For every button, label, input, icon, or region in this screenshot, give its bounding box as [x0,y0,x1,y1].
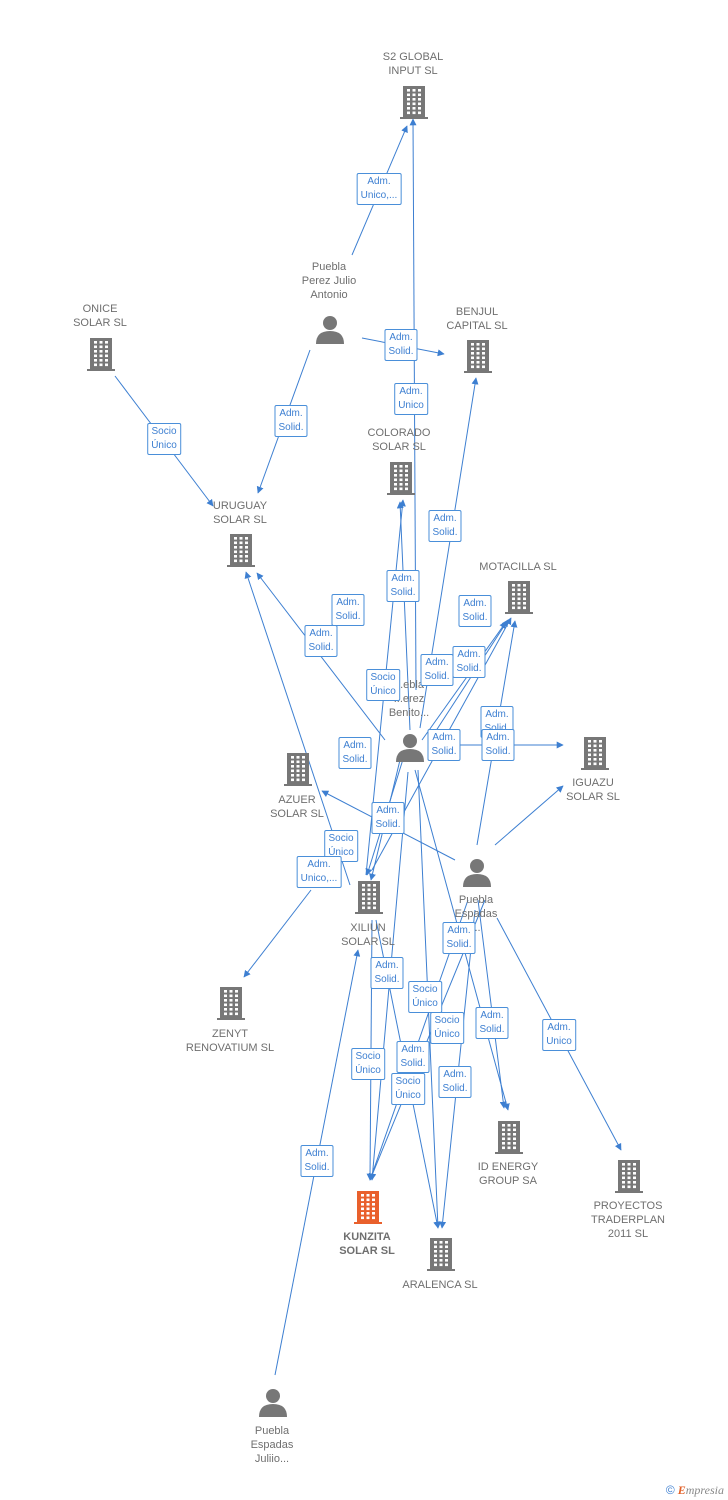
edge-pespadas-iguazu [494,785,564,846]
edge-label-pespadas-idenergy: Adm. Solid. [475,1007,509,1039]
building-icon-proyectos[interactable] [615,1160,643,1193]
node-label-pbenito[interactable]: ...ebla ...erez Benito... [388,679,430,719]
edge-label-pbenito-s2: Adm. Unico [394,383,428,415]
edge-label-pbenito-kunzita: Adm. Solid. [370,957,404,989]
node-label-onice[interactable]: ONICE SOLAR SL [73,303,127,329]
edge-pbenito-motacilla [429,619,509,741]
edge-label-pbenito-aralenca: Adm. Solid. [438,1066,472,1098]
person-icon-pjulio[interactable] [316,316,344,344]
node-label-colorado[interactable]: COLORADO SOLAR SL [367,427,431,453]
edge-label-pespadas-azuer: Adm. Solid. [371,802,405,834]
node-label-aralenca[interactable]: ARALENCA SL [402,1279,478,1291]
edge-label-pjulio-uruguay: Adm. Solid. [274,405,308,437]
person-icon-pjuliio[interactable] [259,1389,287,1417]
edge-label-pespadas-kunzita: Socio Único [430,1012,464,1044]
edge-label-pbenito-idenergy: Adm. Solid. [442,922,476,954]
edge-pespadas-idenergy [477,899,507,1109]
edge-pbenito-colorado [396,501,411,731]
edge-label-pbenito-xiliun: Adm. Solid. [338,737,372,769]
node-label-motacilla[interactable]: MOTACILLA SL [479,561,557,573]
copyright-icon: © [665,1483,675,1497]
building-icon-azuer[interactable] [284,753,312,786]
building-icon-zenyt[interactable] [217,987,245,1020]
brand-footer: ©Empresia [666,1483,724,1498]
nodes-layer [87,86,643,1417]
node-label-pjulio[interactable]: Puebla Perez Julio Antonio [301,261,357,301]
edge-label-xiliun-zenyt: Adm. Unico,... [296,856,342,888]
node-label-xiliun[interactable]: XILIUN SOLAR SL [341,922,395,948]
edge-label-xiliun-uruguay: Adm. Solid. [304,625,338,657]
node-label-pespadas[interactable]: Puebla Espadas ... [454,894,498,934]
building-icon-uruguay[interactable] [227,534,255,567]
building-icon-colorado[interactable] [387,462,415,495]
edge-label-pbenito-motacilla: Socio Único [408,981,442,1013]
brand-initial: E [677,1483,686,1497]
edge-xiliun-zenyt [243,889,312,978]
brand-name: mpresia [685,1483,724,1497]
building-icon-s2[interactable] [400,86,428,119]
edge-label-pespadas-iguazu: Adm. Solid. [481,729,515,761]
node-label-s2[interactable]: S2 GLOBAL INPUT SL [382,51,444,77]
edge-label-pbenito-uruguay: Adm. Solid. [331,594,365,626]
edge-label-onice-uruguay: Socio Único [147,423,181,455]
edge-label-xiliun-aralenca: Socio Único [391,1073,425,1105]
node-label-iguazu[interactable]: IGUAZU SOLAR SL [566,777,620,803]
person-icon-pbenito[interactable] [396,734,424,762]
edge-label-xiliun-kunzita: Socio Único [351,1048,385,1080]
building-icon-idenergy[interactable] [495,1121,523,1154]
building-icon-aralenca[interactable] [427,1238,455,1271]
node-label-kunzita[interactable]: KUNZITA SOLAR SL [339,1231,395,1257]
node-label-pjuliio[interactable]: Puebla Espadas Juliio... [250,1425,294,1465]
edge-label-pbenito-benjul: Adm. Solid. [428,510,462,542]
node-label-zenyt[interactable]: ZENYT RENOVATIUM SL [185,1028,275,1054]
building-icon-kunzita[interactable] [354,1191,382,1224]
node-label-proyectos[interactable]: PROYECTOS TRADERPLAN 2011 SL [591,1200,665,1240]
edge-label-xiliun-motacilla: Adm. Solid. [420,654,454,686]
edge-label-pespadas-kunzita: Adm. Solid. [396,1041,430,1073]
building-icon-onice[interactable] [87,338,115,371]
building-icon-xiliun[interactable] [355,881,383,914]
node-label-uruguay[interactable]: URUGUAY SOLAR SL [212,500,268,526]
edge-label-pespadas-motacilla: Adm. Solid. [452,646,486,678]
building-icon-iguazu[interactable] [581,737,609,770]
edge-label-pbenito-motacilla: Adm. Solid. [458,595,492,627]
building-icon-benjul[interactable] [464,340,492,373]
node-label-azuer[interactable]: AZUER SOLAR SL [270,794,324,820]
node-label-idenergy[interactable]: ID ENERGY GROUP SA [477,1161,539,1187]
edge-label-pespadas-aralenca: Adm. Solid. [300,1145,334,1177]
edge-label-pbenito-colorado: Adm. Solid. [386,570,420,602]
node-label-benjul[interactable]: BENJUL CAPITAL SL [446,306,508,332]
edge-label-pjulio-benjul: Adm. Solid. [384,329,418,361]
edge-label-pespadas-proyectos: Adm. Unico [542,1019,576,1051]
edge-label-xiliun-colorado: Socio Único [366,669,400,701]
person-icon-pespadas[interactable] [463,859,491,887]
edge-label-pjulio-s2: Adm. Unico,... [356,173,402,205]
edge-pbenito-motacilla [421,621,507,741]
building-icon-motacilla[interactable] [505,581,533,614]
edge-label-pjuliio-xiliun: Adm. Solid. [427,729,461,761]
